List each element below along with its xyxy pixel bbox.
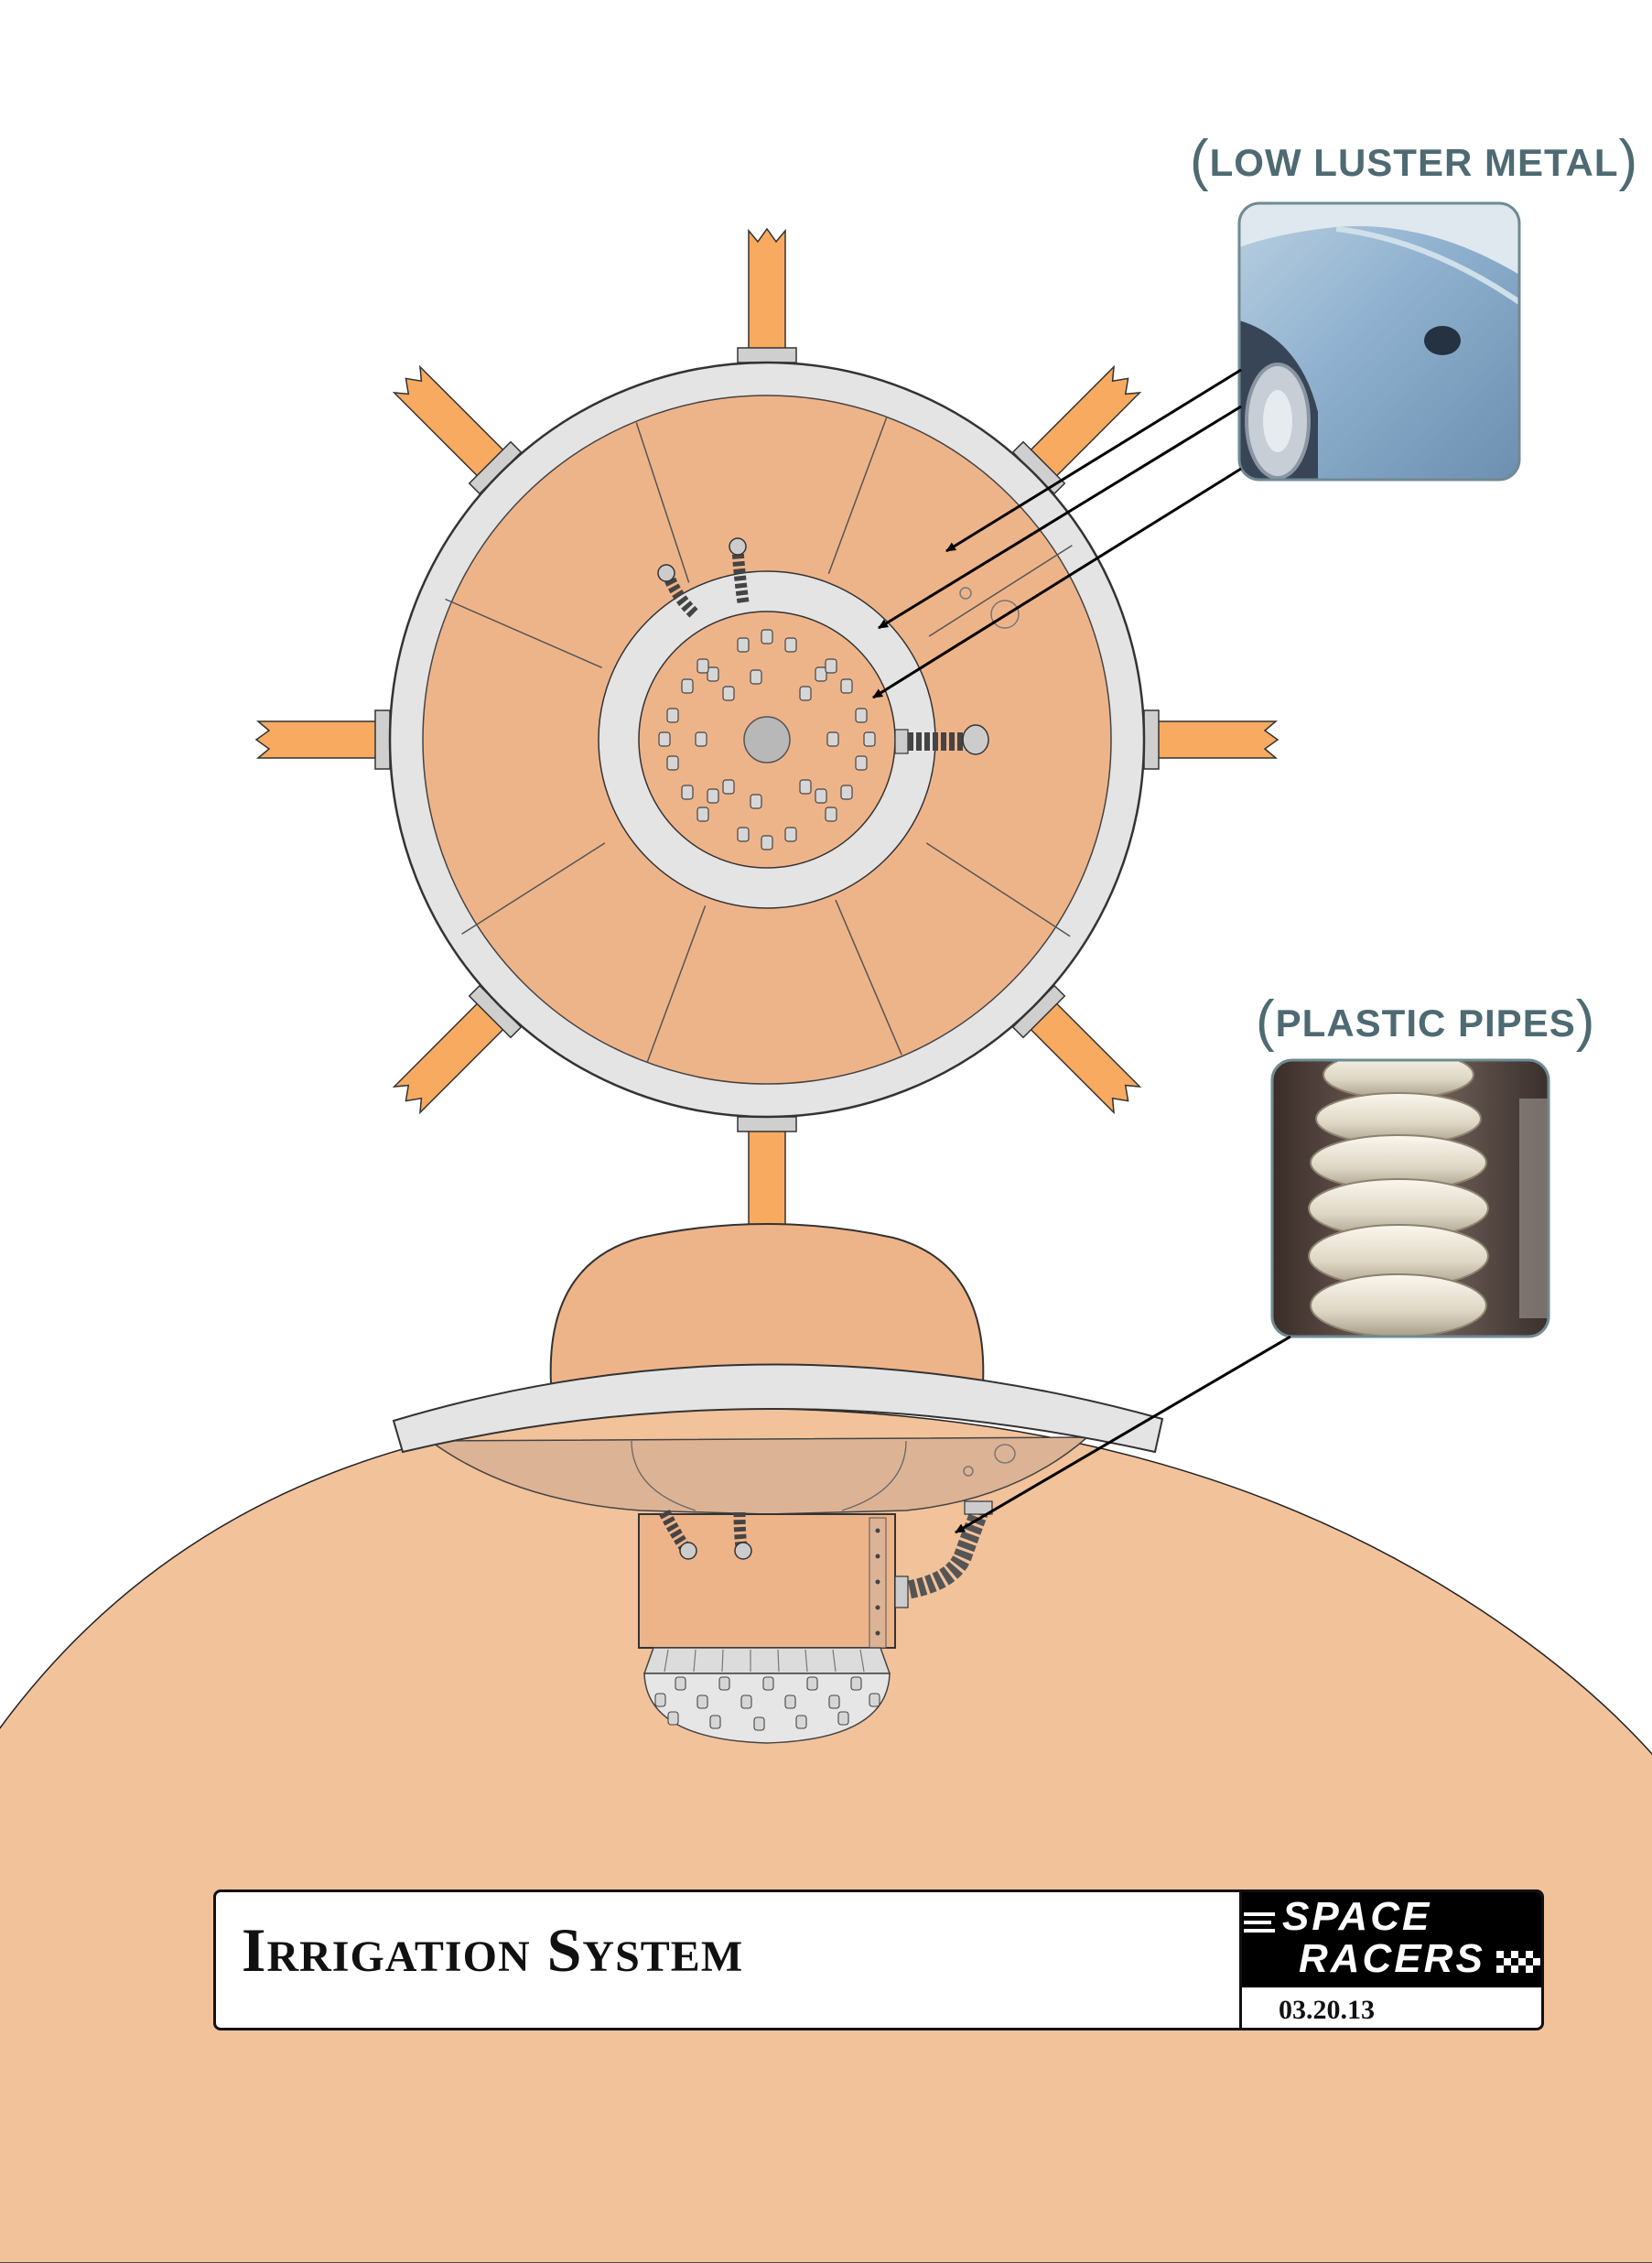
nozzle-head (643, 1673, 891, 1744)
skirt (642, 1647, 891, 1674)
logo-cell: SPACE RACERS 03.20.13 (1239, 1892, 1541, 2028)
top-nozzles (658, 629, 876, 850)
top-pipes (657, 537, 989, 755)
side-view (392, 1223, 1164, 1744)
background-body-shape (0, 1407, 1652, 2263)
checkered-flag-icon (1496, 1951, 1540, 1973)
drawing-date: 03.20.13 (1279, 1995, 1375, 2025)
callout-plastic-pipes: (PLASTIC PIPES) (1256, 989, 1595, 1054)
metal-texture-swatch (1237, 201, 1521, 482)
callout-text: LOW LUSTER METAL (1209, 141, 1619, 184)
space-racers-logo: SPACE RACERS (1242, 1892, 1541, 1987)
drawing-title: Irrigation System (242, 1915, 744, 1985)
segment-lines (445, 417, 1073, 1062)
logo-line-1: SPACE (1282, 1894, 1432, 1939)
brim (392, 1363, 1164, 1454)
callout-close-paren: ) (1618, 129, 1639, 192)
vanes (254, 227, 1279, 1252)
callout-text: PLASTIC PIPES (1275, 1002, 1576, 1045)
housing (638, 1513, 896, 1649)
callout-open-paren: ( (1190, 129, 1210, 192)
plastic-pipe-swatch (1270, 1058, 1550, 1338)
logo-line-2: RACERS (1299, 1936, 1485, 1981)
side-pipe (899, 1509, 988, 1600)
callout-close-paren: ) (1575, 990, 1596, 1053)
callout-low-luster-metal: (LOW LUSTER METAL) (1190, 128, 1638, 193)
speed-lines-icon (1244, 1912, 1275, 1933)
dome (549, 1223, 985, 1385)
callout-open-paren: ( (1256, 990, 1276, 1053)
title-block: Irrigation System SPACE RACERS 03.20.13 (213, 1889, 1544, 2030)
leader-arrows (872, 368, 1291, 1534)
top-view-disc (388, 361, 1146, 1119)
